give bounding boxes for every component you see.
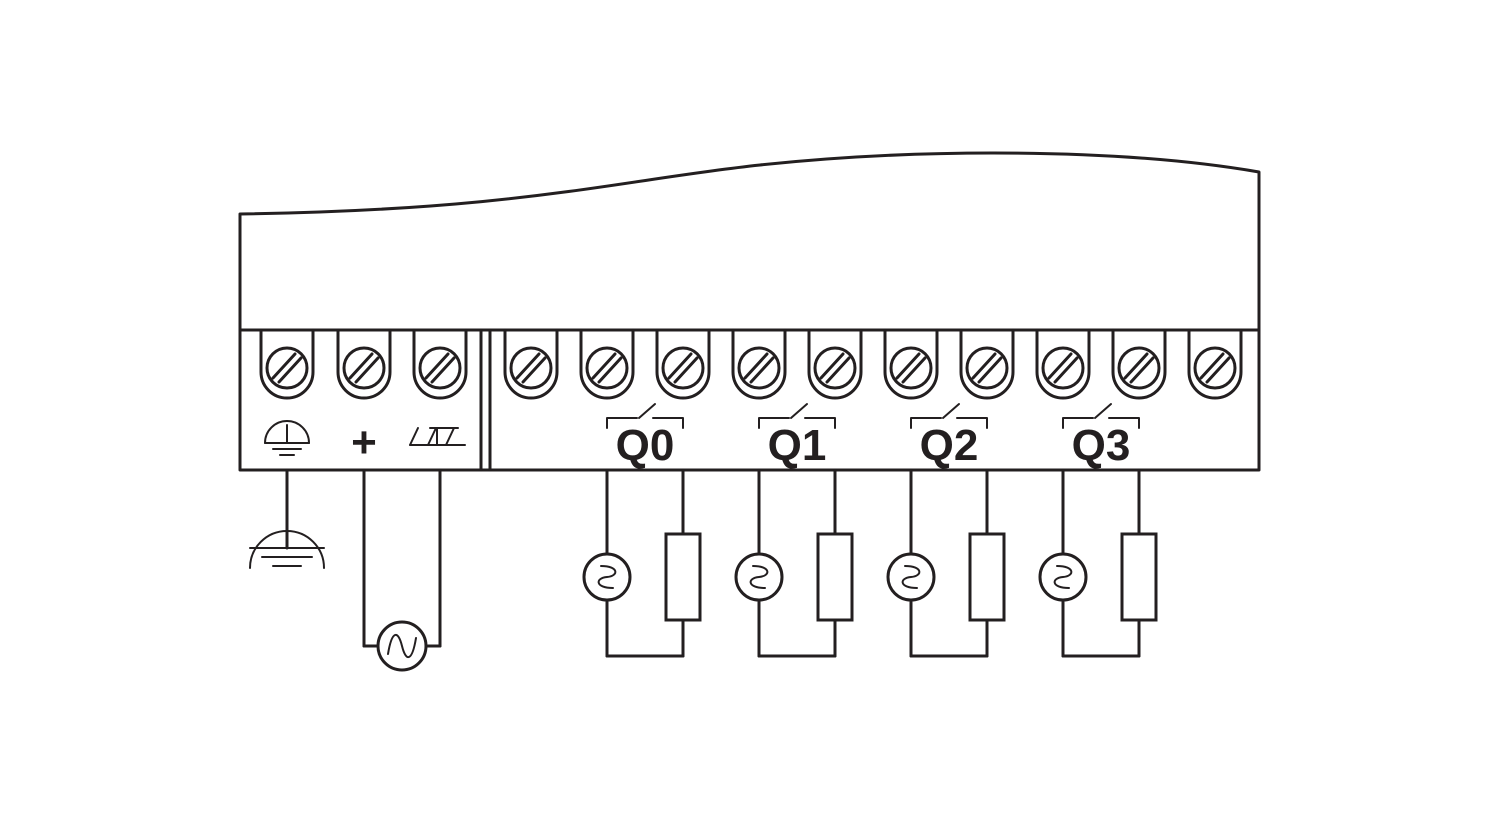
relay-contact-icon <box>910 403 988 429</box>
screw-terminal <box>655 328 711 400</box>
output-channel: Q3 <box>1038 403 1158 658</box>
relay-contact-icon <box>1062 403 1140 429</box>
screw-terminal <box>883 328 939 400</box>
screw-terminal <box>959 328 1015 400</box>
earth-ground-icon <box>249 530 325 569</box>
resistor-icon <box>968 532 1006 622</box>
output-channels: Q0 Q1 Q2 Q3 <box>582 403 1158 658</box>
screw-terminal <box>1187 328 1243 400</box>
output-channel: Q0 <box>582 403 702 658</box>
ac-source-icon <box>376 620 428 672</box>
output-label: Q3 <box>1072 421 1131 470</box>
screw-terminal <box>259 328 315 400</box>
screw-terminal <box>1035 328 1091 400</box>
ac-source-icon <box>1038 552 1088 602</box>
output-label: Q2 <box>920 421 979 470</box>
screw-terminal <box>731 328 787 400</box>
output-label: Q1 <box>768 421 827 470</box>
ac-source-icon <box>734 552 784 602</box>
protective-earth-terminal-icon <box>264 420 310 456</box>
terminal-block <box>259 328 1243 400</box>
screw-terminal <box>412 328 468 400</box>
relay-contact-icon <box>758 403 836 429</box>
ac-source-icon <box>582 552 632 602</box>
plus-terminal-symbol: + <box>351 418 377 467</box>
ac-source-icon <box>886 552 936 602</box>
screw-terminal <box>336 328 392 400</box>
resistor-icon <box>664 532 702 622</box>
output-channel: Q1 <box>734 403 854 658</box>
screw-terminal <box>579 328 635 400</box>
output-channel: Q2 <box>886 403 1006 658</box>
relay-contact-icon <box>606 403 684 429</box>
screw-terminal <box>1111 328 1167 400</box>
functional-earth-terminal-icon <box>409 427 466 446</box>
screw-terminal <box>503 328 559 400</box>
resistor-icon <box>816 532 854 622</box>
resistor-icon <box>1120 532 1158 622</box>
output-label: Q0 <box>616 421 675 470</box>
power-supply-wiring <box>249 468 442 672</box>
screw-terminal <box>807 328 863 400</box>
